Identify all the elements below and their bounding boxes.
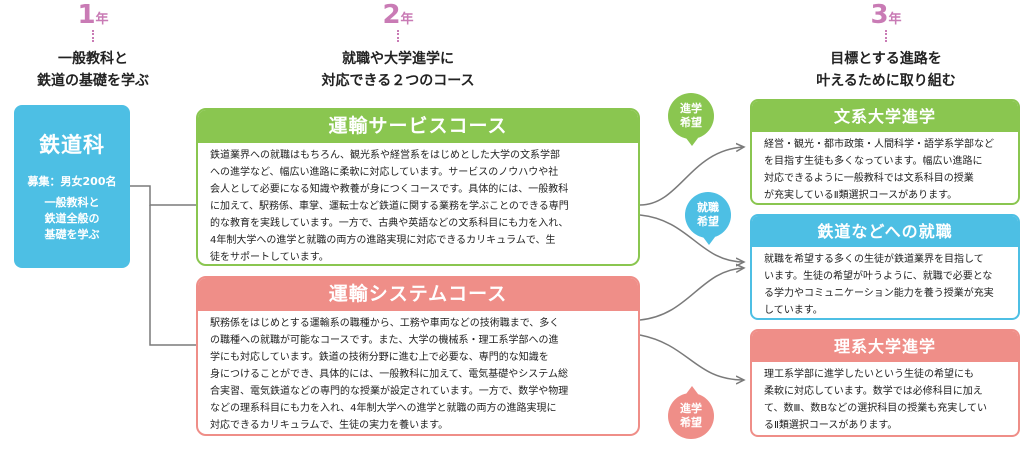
course-service-text: 鉄道業界への就職はもちろん、観光系や経営系をはじめとした大学の文系学部 への進学…	[210, 150, 569, 263]
course-system: 運輸システムコース 駅務係をはじめとする運輸系の職種から、工務や車両などの技術職…	[196, 276, 640, 436]
year-3-label: 3年	[870, 0, 902, 30]
course-service: 運輸サービスコース 鉄道業界への就職はもちろん、観光系や経営系をはじめとした大学…	[196, 108, 640, 266]
course-service-title: 運輸サービスコース	[198, 110, 638, 143]
line-system-to-shushoku	[639, 268, 744, 321]
year-2-divider	[397, 30, 399, 42]
year-3-header: 3年 目標とする進路を 叶えるために取り組む	[796, 2, 976, 92]
year-1-title: 一般教科と 鉄道の基礎を学ぶ	[37, 51, 149, 89]
year-2-label: 2年	[382, 0, 414, 30]
course-system-title: 運輸システムコース	[198, 278, 638, 311]
dest-bunkei-title: 文系大学進学	[752, 101, 1018, 132]
department-box: 鉄道科 募集：男女200名 一般教科と 鉄道全般の 基礎を学ぶ	[14, 105, 130, 268]
line-system-to-rikei	[639, 334, 744, 380]
bubble-shushoku: 就職 希望	[685, 192, 731, 245]
dest-rikei: 理系大学進学 理工系学部に進学したいという生徒の希望にも 柔軟に対応しています。…	[750, 329, 1020, 437]
year-3-title: 目標とする進路を 叶えるために取り組む	[816, 51, 956, 89]
dest-bunkei: 文系大学進学 経営・観光・都市政策・人間科学・語学系学部など を目指す生徒も多く…	[750, 99, 1020, 205]
year-2-header: 2年 就職や大学進学に 対応できる２つのコース	[308, 2, 488, 92]
line-main-to-service	[130, 185, 196, 206]
year-1-label: 1年	[77, 0, 109, 30]
bubble-shingaku-bottom: 進学 希望	[668, 386, 714, 439]
department-name: 鉄道科	[39, 133, 105, 157]
dest-shushoku: 鉄道などへの就職 就職を希望する多くの生徒が鉄道業界を目指して います。生徒の希…	[750, 214, 1020, 320]
bubble-shingaku-top: 進学 希望	[668, 93, 714, 146]
department-recruit: 募集：男女200名	[27, 175, 117, 188]
dest-rikei-text: 理工系学部に進学したいという生徒の希望にも 柔軟に対応しています。数学では必修科…	[764, 369, 987, 431]
year-3-divider	[885, 30, 887, 42]
line-main-to-system	[149, 205, 196, 346]
dest-rikei-title: 理系大学進学	[752, 331, 1018, 362]
department-desc: 一般教科と 鉄道全般の 基礎を学ぶ	[44, 196, 100, 241]
year-1-divider	[92, 30, 94, 42]
course-system-text: 駅務係をはじめとする運輸系の職種から、工務や車両などの技術職まで、多く の職種へ…	[210, 318, 569, 431]
line-service-to-bunkei	[639, 147, 744, 206]
dest-shushoku-text: 就職を希望する多くの生徒が鉄道業界を目指して います。生徒の希望が叶うように、就…	[764, 254, 994, 316]
year-2-title: 就職や大学進学に 対応できる２つのコース	[321, 51, 475, 89]
dest-shushoku-title: 鉄道などへの就職	[752, 216, 1018, 247]
dest-bunkei-text: 経営・観光・都市政策・人間科学・語学系学部など を目指す生徒も多くなっています。…	[764, 139, 994, 201]
line-service-to-shushoku	[639, 214, 744, 262]
year-1-header: 1年 一般教科と 鉄道の基礎を学ぶ	[3, 2, 183, 92]
